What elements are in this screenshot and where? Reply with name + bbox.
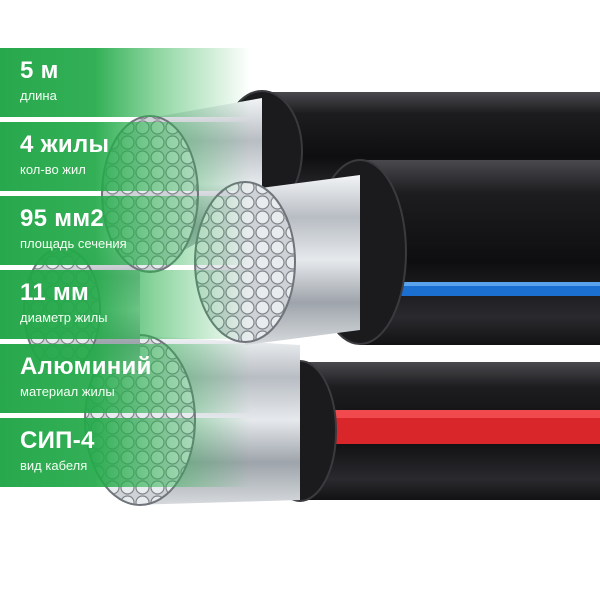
spec-caption: материал жилы bbox=[20, 384, 115, 399]
spec-value: 95 мм2 bbox=[20, 205, 105, 232]
red-striped-cable bbox=[263, 360, 600, 502]
spec-caption: вид кабеля bbox=[20, 458, 88, 473]
spec-badge-cross-section: 95 мм2 площадь сечения bbox=[0, 196, 250, 265]
spec-value: Алюминий bbox=[20, 353, 152, 380]
spec-badge-material: Алюминий материал жилы bbox=[0, 344, 250, 413]
spec-badge-cable-type: СИП-4 вид кабеля bbox=[0, 418, 250, 487]
spec-value: 5 м bbox=[20, 57, 59, 84]
spec-badge-length: 5 м длина bbox=[0, 48, 250, 117]
spec-caption: диаметр жилы bbox=[20, 310, 108, 325]
spec-caption: длина bbox=[20, 88, 57, 103]
spec-value: 4 жилы bbox=[20, 131, 110, 158]
spec-value: 11 мм bbox=[20, 279, 90, 306]
spec-value: СИП-4 bbox=[20, 427, 95, 454]
spec-caption: площадь сечения bbox=[20, 236, 127, 251]
spec-badge-core-diameter: 11 мм диаметр жилы bbox=[0, 270, 250, 339]
spec-badge-cores: 4 жилы кол-во жил bbox=[0, 122, 250, 191]
spec-caption: кол-во жил bbox=[20, 162, 86, 177]
